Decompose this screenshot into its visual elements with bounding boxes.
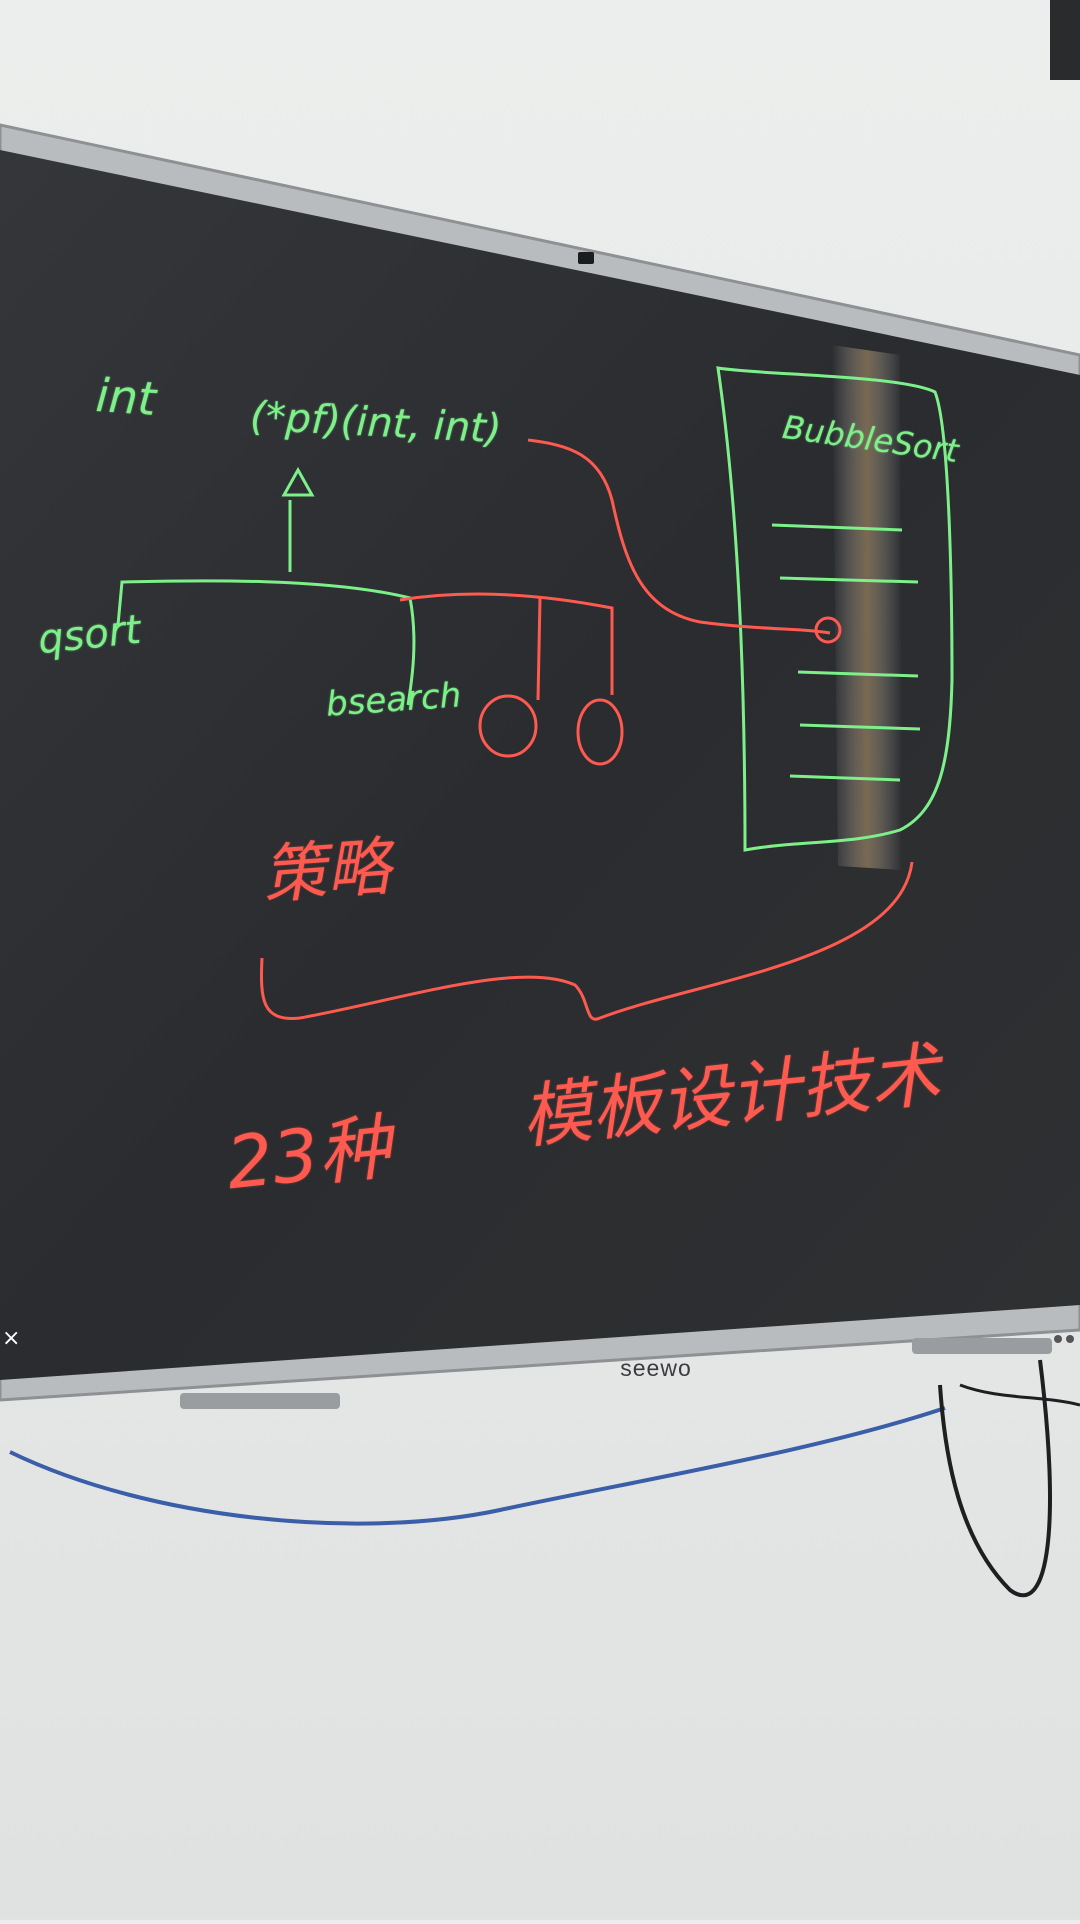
brand-logo: seewo	[620, 1355, 692, 1381]
red-connector	[527, 438, 831, 635]
black-cable	[938, 1359, 1052, 1598]
close-icon: ×	[2, 1326, 20, 1351]
arrow-head	[281, 466, 315, 497]
indicator-dot	[1054, 1335, 1062, 1343]
red-branch	[399, 592, 614, 695]
connection-point	[814, 616, 842, 644]
pattern-count: 23种	[222, 1104, 395, 1206]
red-branch	[536, 597, 542, 701]
speaker-left	[180, 1393, 340, 1409]
speaker-right	[912, 1338, 1052, 1354]
board-screen	[0, 150, 1080, 1380]
tree-branch	[116, 579, 416, 706]
red-brace	[259, 861, 914, 1021]
screen-glare	[832, 345, 902, 870]
int-label: int	[94, 367, 158, 427]
black-cable	[959, 1383, 1080, 1407]
strategy-note: 策略	[259, 830, 393, 914]
wall-outlet	[1050, 0, 1080, 80]
indicator-dot	[1066, 1335, 1074, 1343]
camera-icon	[578, 252, 594, 264]
blue-cable	[9, 1406, 946, 1526]
red-circle	[478, 694, 538, 758]
bubblesort-box	[716, 366, 954, 852]
red-circle	[576, 698, 624, 766]
box-lines	[771, 523, 921, 782]
